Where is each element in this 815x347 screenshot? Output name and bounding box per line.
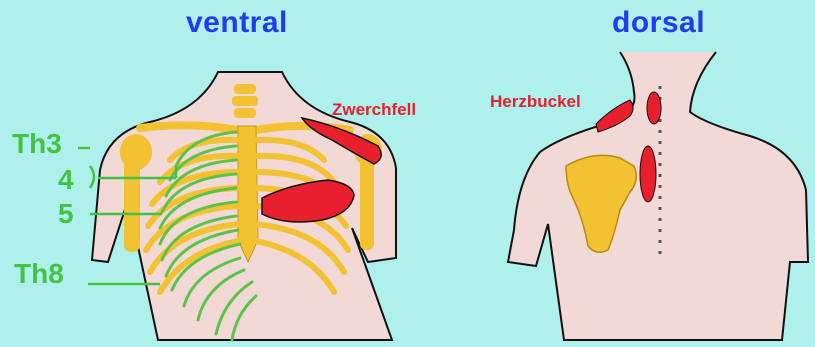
ventral-humerus-shaft-left — [124, 160, 140, 252]
segment-5-label: 5 — [58, 198, 74, 230]
herzbuckel-label: Herzbuckel — [490, 92, 581, 112]
th8-label: Th8 — [14, 258, 64, 290]
ventral-humerus-shaft-right — [360, 158, 374, 250]
segment-4-label: 4 — [58, 164, 74, 196]
ventral-clavicle-left — [140, 125, 238, 130]
zwerchfell-label: Zwerchfell — [332, 100, 416, 120]
ventral-title: ventral — [186, 6, 288, 40]
dorsal-title: dorsal — [612, 6, 705, 40]
dorsal-red-zone-upper-right — [647, 92, 661, 124]
dorsal-red-zone-middle — [640, 146, 656, 202]
th3-label: Th3 — [12, 128, 62, 160]
ventral-cervical-spine — [232, 84, 258, 118]
